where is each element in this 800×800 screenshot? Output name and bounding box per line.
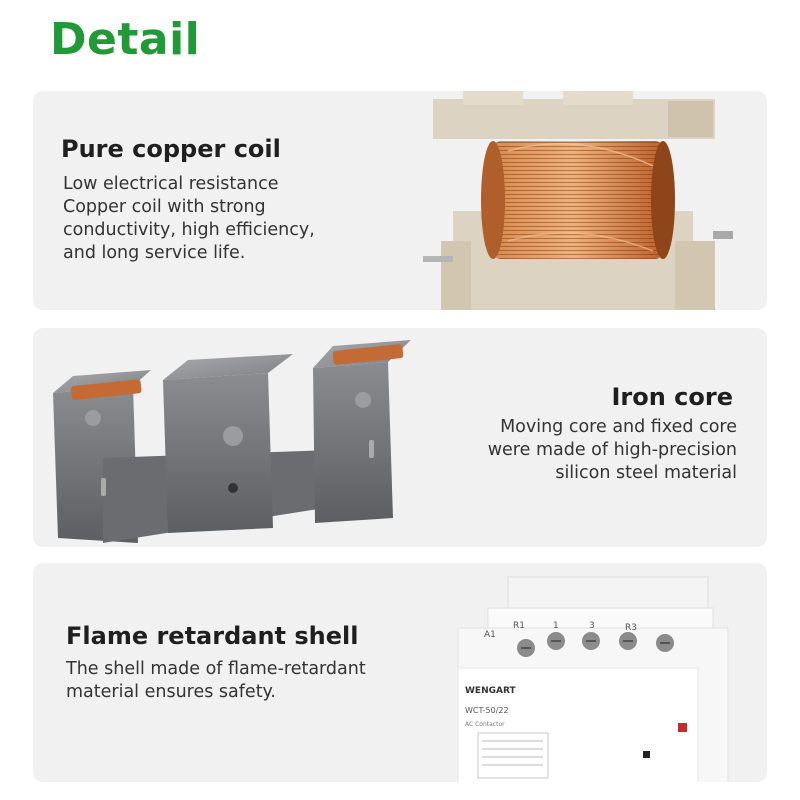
contactor-image (457, 576, 729, 782)
shell-description: The shell made of flame-retardant materi… (66, 659, 366, 702)
flame-retardant-shell-card: Flame retardant shell The shell made of … (33, 563, 767, 782)
iron-core-card: Iron core Moving core and fixed core wer… (33, 328, 767, 547)
model-number: WCT-50/22 (465, 706, 509, 715)
copper-coil-card: Pure copper coil Low electrical resistan… (33, 91, 767, 310)
copper-coil-heading: Pure copper coil (61, 135, 281, 163)
terminal-label-r1: R1 (513, 621, 525, 631)
iron-core-heading: Iron core (611, 383, 733, 411)
page-title: Detail (50, 14, 201, 65)
shell-heading: Flame retardant shell (66, 622, 359, 650)
copper-coil-description: Low electrical resistance Copper coil wi… (63, 174, 315, 263)
brand-logo: WENGART (465, 686, 516, 696)
copper-coil-image (423, 91, 733, 310)
iron-core-description: Moving core and fixed core were made of … (487, 417, 737, 483)
terminal-label-3: 3 (589, 621, 595, 631)
terminal-label-a1: A1 (484, 630, 496, 640)
terminal-label-1: 1 (553, 621, 559, 631)
iron-core-image (53, 340, 411, 543)
terminal-label-r3: R3 (625, 623, 637, 633)
product-type: AC Contactor (465, 721, 505, 728)
